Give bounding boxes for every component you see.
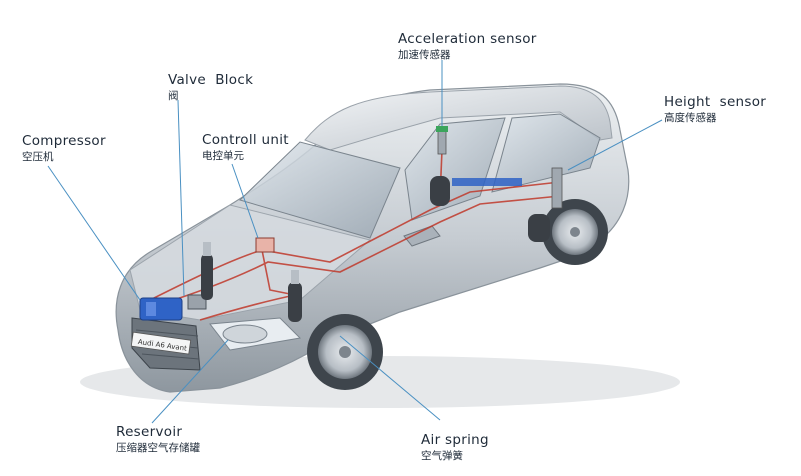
leader-air-spring [339,335,441,421]
leader-reservoir [151,339,229,424]
label-air-spring-en: Air spring [421,432,489,448]
label-height-sensor-en: Height sensor [664,94,767,110]
label-air-spring: Air spring 空气弹簧 [421,432,489,463]
label-reservoir: Reservoir 压缩器空气存储罐 [116,424,200,455]
control-unit-box [255,237,275,253]
compressor-unit [139,297,183,321]
label-height-sensor-zh: 高度传感器 [664,112,717,125]
leader-control-unit [231,163,259,239]
leader-compressor [47,165,141,301]
valve-block-unit [187,294,207,310]
label-valve-block-zh: 阀 [168,90,179,103]
label-air-spring-zh: 空气弹簧 [421,450,463,463]
label-compressor-en: Compressor [22,133,106,149]
acceleration-sensor-unit [436,126,448,155]
label-control-unit: Controll unit 电控单元 [202,132,289,163]
front-wheel [307,314,383,390]
label-acceleration-sensor-en: Acceleration sensor [398,31,537,47]
label-reservoir-en: Reservoir [116,424,183,440]
leader-valve-block [177,99,185,297]
label-compressor: Compressor 空压机 [22,133,106,164]
reservoir-tank [222,324,268,344]
label-acceleration-sensor: Acceleration sensor 加速传感器 [398,31,537,62]
label-valve-block-en: Valve Block [168,72,254,88]
windshield [239,141,401,239]
leader-height-sensor [567,119,663,171]
license-plate [130,331,192,355]
label-control-unit-zh: 电控单元 [202,150,244,163]
label-control-unit-en: Controll unit [202,132,289,148]
label-compressor-zh: 空压机 [22,151,54,164]
label-acceleration-sensor-zh: 加速传感器 [398,49,451,62]
label-valve-block: Valve Block 阀 [168,72,253,103]
label-reservoir-zh: 压缩器空气存储罐 [116,442,200,455]
side-mirror [403,225,441,247]
rear-wheel [542,199,608,265]
height-sensor-unit [551,167,563,209]
front-air-spring [201,242,302,322]
car-roof [304,85,613,151]
rear-air-spring [430,176,550,242]
label-height-sensor: Height sensor 高度传感器 [664,94,766,125]
leader-lines [47,60,663,424]
